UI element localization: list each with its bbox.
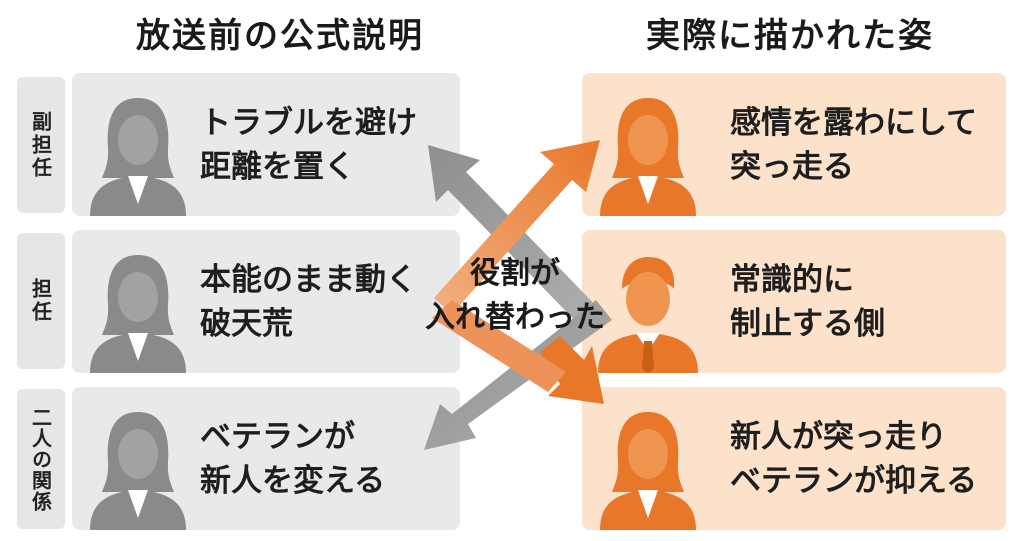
text-line: 本能のまま動く: [200, 261, 417, 298]
row-label-text: 副担任: [28, 110, 53, 180]
woman-icon: [90, 98, 186, 216]
right-card-text: 感情を露わにして 突っ走る: [730, 73, 977, 216]
text-line: 新人が突っ走り: [730, 418, 947, 455]
text-line: 制止する側: [730, 305, 885, 342]
left-card-text: 本能のまま動く 破天荒: [200, 230, 417, 373]
text-line: 突っ走る: [730, 148, 854, 185]
text-line: 感情を露わにして: [730, 104, 978, 141]
row-label-sub-homeroom: 副担任: [17, 77, 65, 213]
text-line: ベテランが: [200, 418, 355, 455]
left-card-relationship: ベテランが 新人を変える: [72, 387, 460, 530]
row-label-relationship: 二人の関係: [17, 389, 65, 529]
right-column-heading: 実際に描かれた姿: [646, 16, 934, 56]
text-line: 新人を変える: [200, 462, 386, 499]
text-line: トラブルを避け: [200, 104, 417, 141]
left-card-sub-homeroom: トラブルを避け 距離を置く: [72, 73, 460, 216]
woman-icon: [600, 98, 696, 216]
center-label-line: 入れ替わった: [425, 300, 605, 335]
roles-swapped-label: 役割が 入れ替わった: [410, 252, 620, 340]
center-label-line: 役割が: [470, 256, 560, 291]
right-card-sub-homeroom: 感情を露わにして 突っ走る: [582, 73, 1006, 216]
woman-icon: [600, 412, 696, 530]
row-label-text: 二人の関係: [28, 406, 53, 512]
text-line: 破天荒: [200, 305, 293, 342]
text-line: ベテランが抑える: [730, 462, 978, 499]
right-card-text: 常識的に 制止する側: [730, 230, 885, 373]
row-label-homeroom: 担任: [17, 233, 65, 369]
left-card-text: トラブルを避け 距離を置く: [200, 73, 417, 216]
woman-icon: [90, 255, 186, 373]
left-card-homeroom: 本能のまま動く 破天荒: [72, 230, 460, 373]
right-card-text: 新人が突っ走り ベテランが抑える: [730, 387, 977, 530]
left-column-heading: 放送前の公式説明: [136, 16, 424, 56]
text-line: 常識的に: [730, 261, 854, 298]
right-card-relationship: 新人が突っ走り ベテランが抑える: [582, 387, 1006, 530]
man-icon: [598, 257, 698, 373]
left-card-text: ベテランが 新人を変える: [200, 387, 385, 530]
row-label-text: 担任: [28, 278, 53, 324]
woman-icon: [90, 412, 186, 530]
text-line: 距離を置く: [200, 148, 355, 185]
right-card-homeroom: 常識的に 制止する側: [582, 230, 1006, 373]
